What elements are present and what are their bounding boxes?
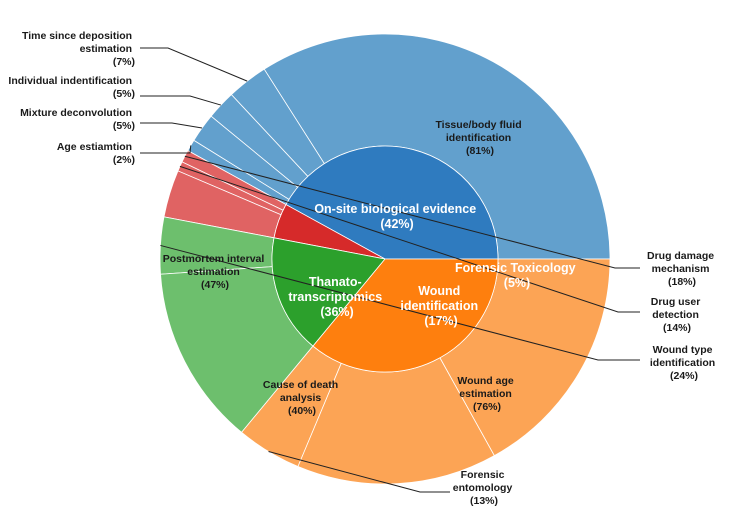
label-wound-type-identification: Wound type identification (24%) [650, 344, 718, 382]
label-wound-age: Wound age estimation (76%) [457, 375, 516, 413]
leader-lines [140, 47, 640, 493]
label-drug-user-detection: Drug user detection (14%) [651, 296, 704, 334]
outer-ring [159, 33, 611, 485]
label-individual-identification: Individual indentification (5%) [8, 75, 135, 100]
label-cause-of-death: Cause of death analysis (40%) [263, 379, 341, 417]
label-mixture-deconvolution: Mixture deconvolution (5%) [20, 107, 135, 132]
leader-forensic-entomology [268, 451, 450, 493]
leader-drug-damage-mechanism [184, 155, 640, 269]
inner-slice-wound-identification [271, 237, 386, 347]
label-age-estimation: Age estiamtion (2%) [57, 141, 135, 166]
label-forensic-entomology: Forensic entomology (13%) [453, 469, 515, 507]
leader-age-estiamtion [140, 145, 192, 154]
inner-ring [271, 145, 499, 373]
label-tissue-body-fluid: Tissue/body fluid identification (81%) [435, 119, 524, 157]
label-wound-identification: Wound identification (17%) [400, 284, 481, 328]
label-thanato-transcriptomics: Thanato- transcriptomics (36%) [288, 275, 385, 319]
inner-slice-thanato-transcriptomics [312, 258, 499, 373]
leader-wound-type-identification [160, 244, 640, 361]
leader-drug-user-detection [179, 165, 640, 313]
label-drug-damage-mechanism: Drug damage mechanism (18%) [647, 250, 717, 288]
inner-slice-on-site-biological-evidence [285, 145, 499, 260]
leader-time-since-deposition-estimation [140, 47, 248, 82]
label-forensic-toxicology: Forensic Toxicology (5%) [455, 261, 579, 290]
label-onsite-biological: On-site biological evidence (42%) [314, 202, 479, 231]
label-postmortem-interval: Postmortem interval estimation (47%) [163, 253, 267, 291]
leader-individual-indentification [140, 95, 222, 106]
leader-mixture-deconvolution [140, 122, 203, 129]
label-time-since-deposition: Time since deposition estimation (7%) [22, 30, 135, 68]
